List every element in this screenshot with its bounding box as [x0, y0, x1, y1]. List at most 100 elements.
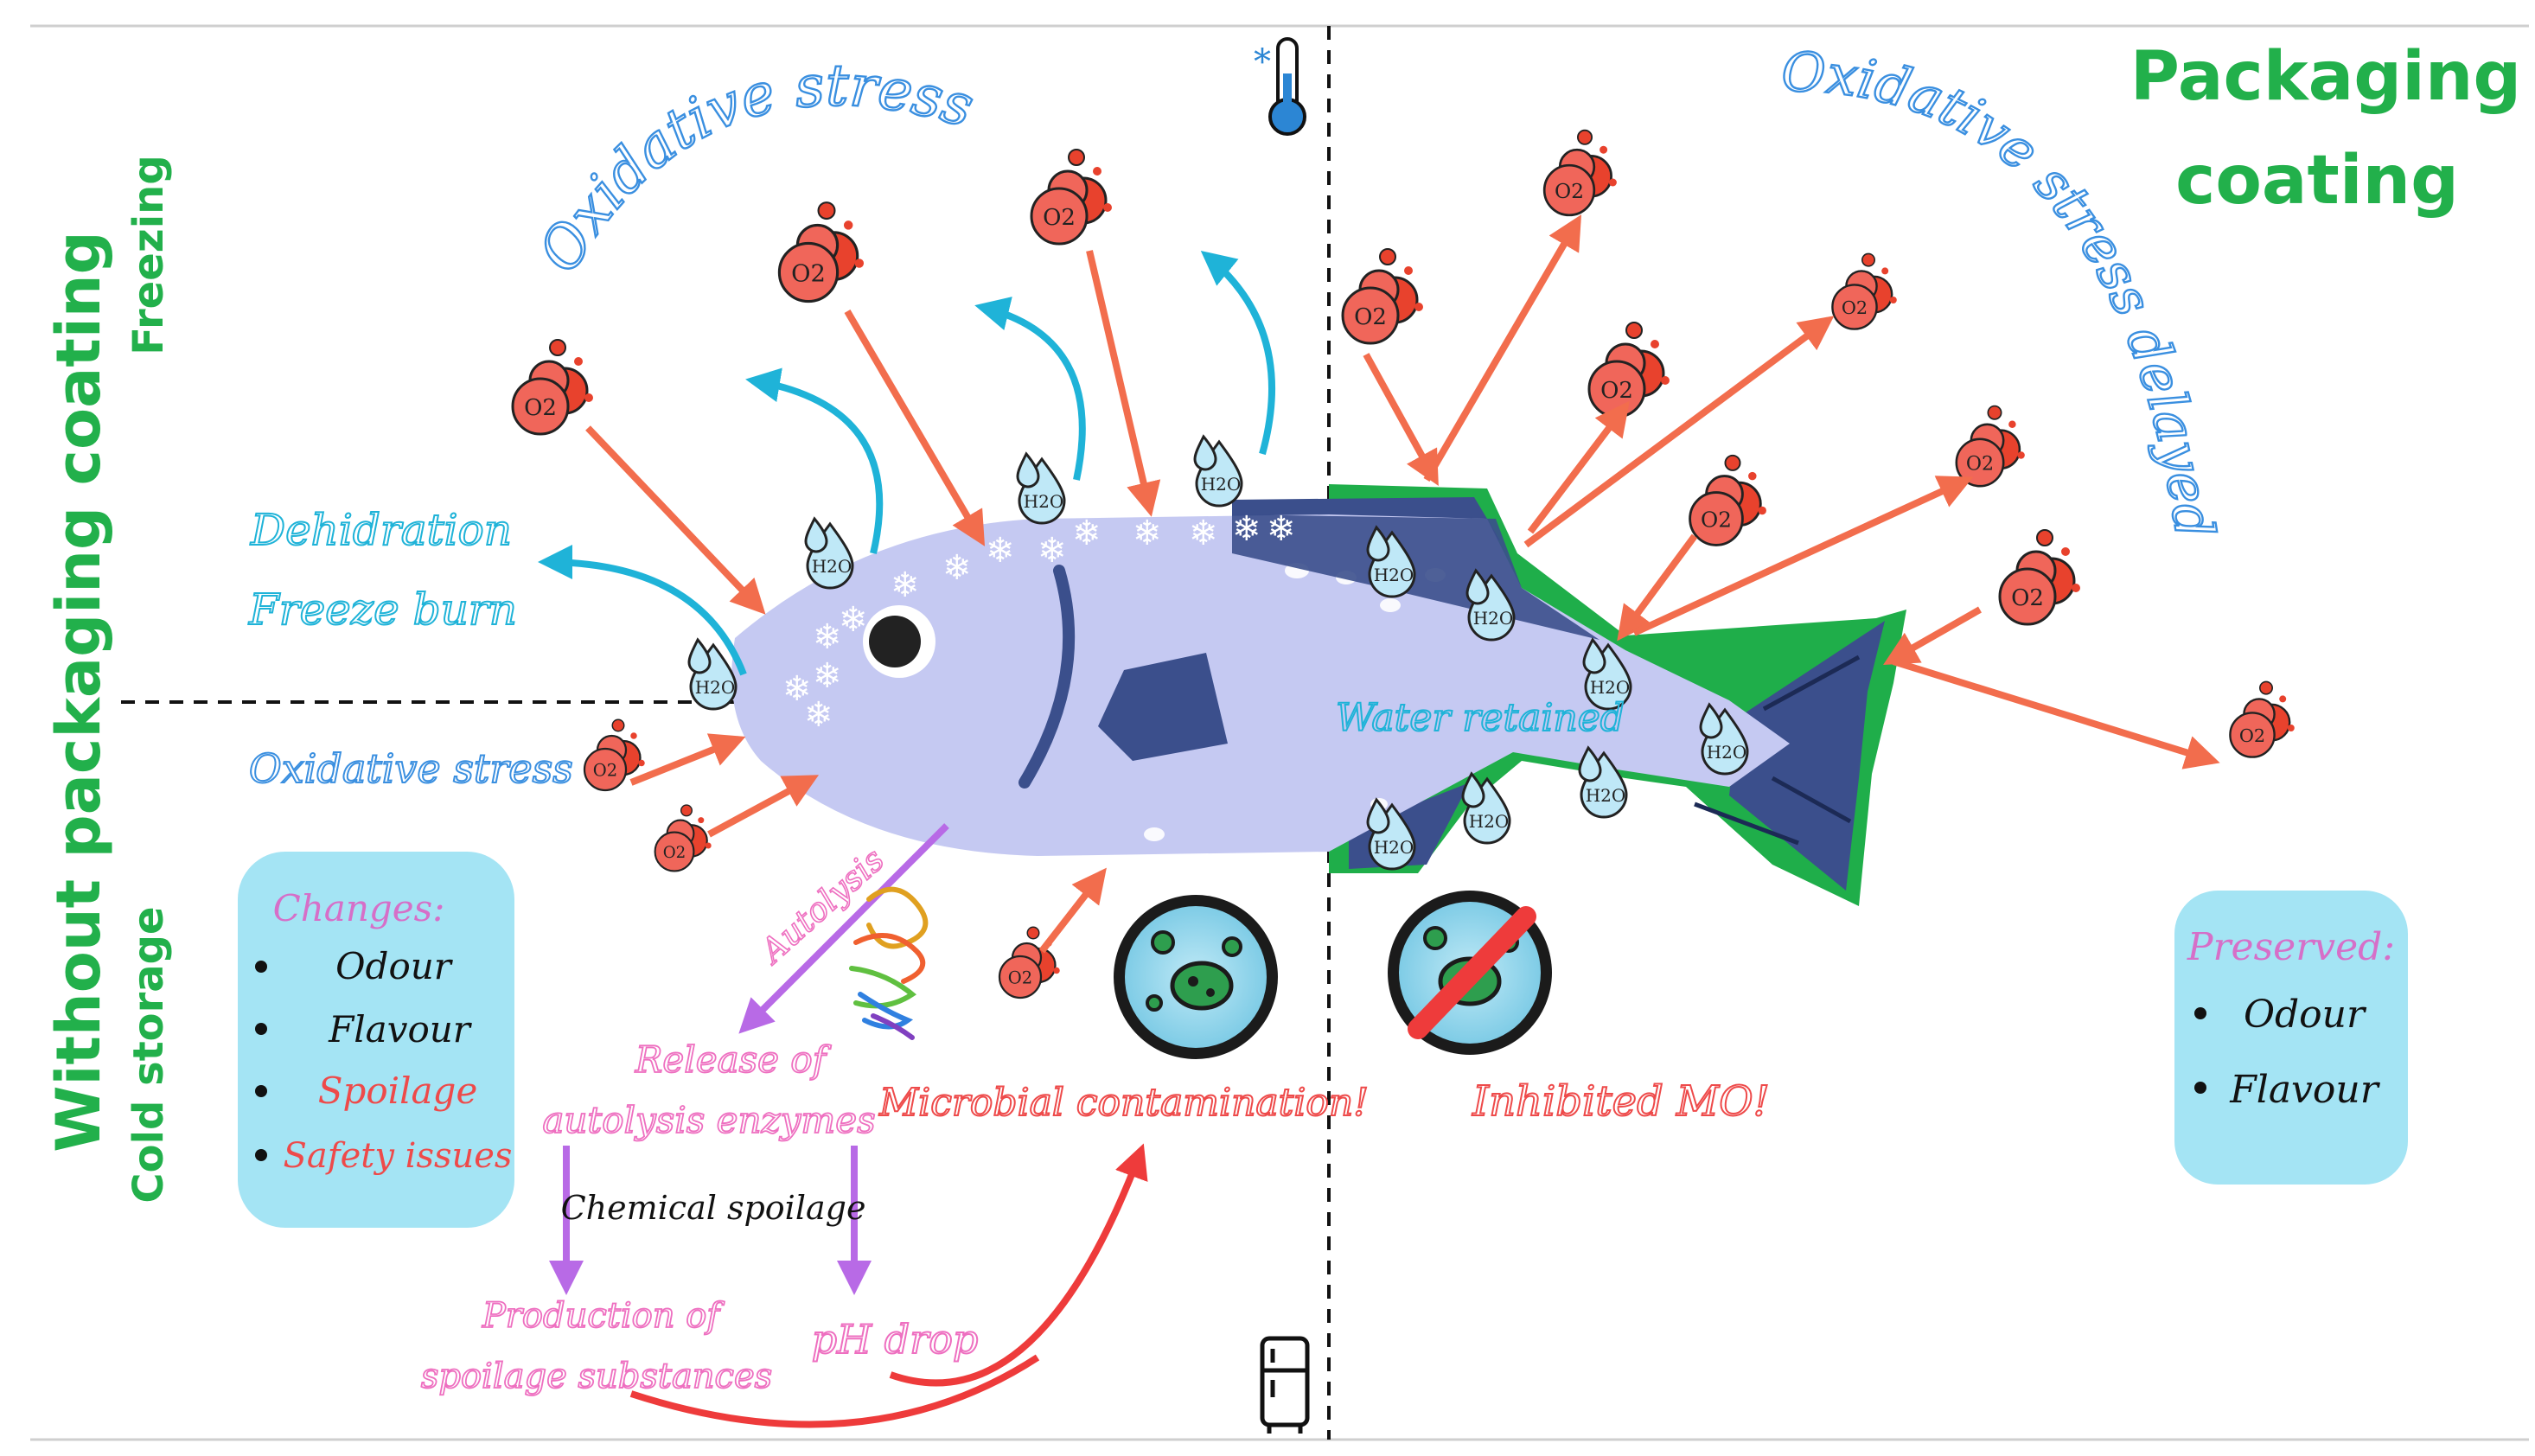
autolysis-arrows: [549, 823, 949, 1295]
h2o-label: H2O: [1374, 837, 1414, 858]
change-safety: Safety issues: [284, 1136, 513, 1176]
o2-molecule-icon: O2: [654, 804, 712, 872]
h2o-label: H2O: [1586, 785, 1626, 806]
svg-text:❄: ❄: [986, 531, 1015, 571]
label-microbial-contamination: Microbial contamination!: [878, 1081, 1369, 1125]
changes-box: Changes: Odour Flavour Spoilage Safety i…: [238, 852, 514, 1228]
o2-label: O2: [1966, 453, 1994, 476]
o2-label: O2: [1354, 304, 1387, 330]
preserved-title: Preserved:: [2187, 925, 2395, 969]
h2o-label: H2O: [1707, 742, 1747, 763]
h2o-label: H2O: [1024, 491, 1064, 512]
svg-text:❄: ❄: [1232, 509, 1261, 549]
o2-label: O2: [1701, 508, 1732, 533]
o2-molecule-icon: O2: [2229, 680, 2295, 758]
o2-molecule-icon: O2: [1955, 405, 2025, 488]
water-drop-icon: H2O: [804, 516, 854, 590]
inhibited-microbe-dish-icon: [1388, 891, 1552, 1055]
label-inhibited-mo: Inhibited MO!: [1472, 1077, 1770, 1126]
label-oxidative-stress-left: Oxidative stress: [249, 745, 573, 792]
pectoral-fin: [1098, 653, 1228, 761]
label-freeze-burn: Freeze burn: [248, 584, 517, 635]
o2-label: O2: [2239, 725, 2265, 746]
water-drop-icon: H2O: [1366, 525, 1416, 598]
svg-text:❄: ❄: [891, 565, 920, 605]
o2-label: O2: [1008, 968, 1032, 988]
o2-molecule-icon: O2: [1341, 248, 1423, 345]
enzyme-protein-icon: [849, 886, 929, 1040]
o2-label: O2: [1555, 179, 1584, 203]
svg-text:❄: ❄: [942, 548, 972, 588]
o2-molecule-icon: O2: [1542, 129, 1617, 217]
svg-text:❄: ❄: [813, 617, 842, 657]
changes-title: Changes:: [273, 887, 445, 929]
o2-molecule-icon: O2: [1587, 322, 1670, 418]
fish: [731, 484, 1906, 906]
water-drop-icon: H2O: [1366, 797, 1416, 871]
o2-molecule-icon: O2: [777, 201, 865, 303]
svg-text:❄: ❄: [813, 656, 842, 696]
o2-molecule-icon: O2: [1998, 529, 2080, 626]
water-drop-icon: H2O: [1699, 702, 1749, 776]
water-drop-icon: H2O: [1193, 434, 1243, 508]
o2-molecule-icon: O2: [1831, 252, 1897, 330]
water-drop-icon: H2O: [1578, 745, 1628, 819]
thermometer-icon: *: [1254, 37, 1306, 136]
h2o-label: H2O: [812, 556, 852, 577]
label-ph-drop: pH drop: [812, 1316, 979, 1363]
o2-label: O2: [1842, 297, 1868, 318]
water-drop-icon: H2O: [687, 637, 738, 711]
label-autolysis-enzymes: autolysis enzymes: [542, 1099, 875, 1141]
o2-label: O2: [663, 844, 686, 862]
o2-label: O2: [593, 761, 617, 781]
o2-molecule-icon: O2: [583, 718, 645, 792]
label-without-packaging: Without packaging coating: [43, 231, 114, 1153]
h2o-label: H2O: [1201, 474, 1242, 495]
tail-stripes: [1694, 655, 1861, 846]
oxygen-arrows: [585, 214, 2220, 954]
o2-molecule-icon: O2: [511, 339, 593, 436]
label-production-of: Production of: [482, 1296, 725, 1336]
snowflakes: ❄❄❄ ❄❄❄ ❄❄❄ ❄❄❄ ❄❄: [782, 509, 1296, 735]
ph-to-microbial-arrow-2: [889, 1143, 1148, 1387]
o2-label: O2: [1043, 205, 1076, 231]
svg-text:❄: ❄: [839, 600, 868, 640]
o2-label: O2: [2011, 585, 2044, 611]
h2o-label: H2O: [1590, 677, 1631, 698]
o2-molecule-icon: O2: [1689, 454, 1766, 546]
change-flavour: Flavour: [328, 1008, 473, 1050]
h2o-label: H2O: [1473, 608, 1514, 629]
preserved-box: Preserved: Odour Flavour: [2174, 891, 2408, 1185]
o2-label: O2: [524, 395, 557, 421]
water-droplets: H2O H2O H2O H2O H2O H2O H2O H2O H2O H2O H2O: [687, 434, 1749, 871]
water-drop-icon: H2O: [1465, 568, 1516, 642]
svg-text:❄: ❄: [1038, 531, 1067, 571]
label-release-of: Release of: [635, 1038, 832, 1081]
label-dehidration: Dehidration: [250, 505, 512, 555]
o2-molecule-icon: O2: [998, 926, 1060, 999]
water-drop-icon: H2O: [1461, 771, 1511, 845]
label-coating: coating: [2175, 142, 2459, 220]
svg-text:*: *: [1254, 42, 1271, 82]
label-cold-storage: Cold storage: [125, 906, 173, 1203]
water-drop-icon: H2O: [1582, 637, 1632, 711]
microbe-dish-icon: [1114, 895, 1278, 1059]
svg-text:❄: ❄: [1133, 514, 1162, 553]
fish-gill: [1018, 565, 1076, 789]
ph-to-microbial-arrow: [629, 1354, 1040, 1428]
o2-label: O2: [1600, 378, 1633, 404]
label-oxidative-stress-top: Oxidative stress: [526, 52, 980, 284]
label-chemical-spoilage: Chemical spoilage: [561, 1189, 866, 1227]
label-water-retained: Water retained: [1336, 696, 1625, 740]
label-packaging: Packaging: [2130, 38, 2521, 116]
svg-text:❄: ❄: [1072, 514, 1101, 553]
preserved-odour: Odour: [2244, 993, 2367, 1037]
o2-label: O2: [791, 261, 826, 288]
h2o-label: H2O: [1374, 565, 1414, 585]
h2o-label: H2O: [695, 677, 736, 698]
o2-molecule-icon: O2: [1030, 149, 1112, 246]
svg-text:❄: ❄: [804, 695, 833, 735]
svg-text:❄: ❄: [1189, 514, 1218, 553]
